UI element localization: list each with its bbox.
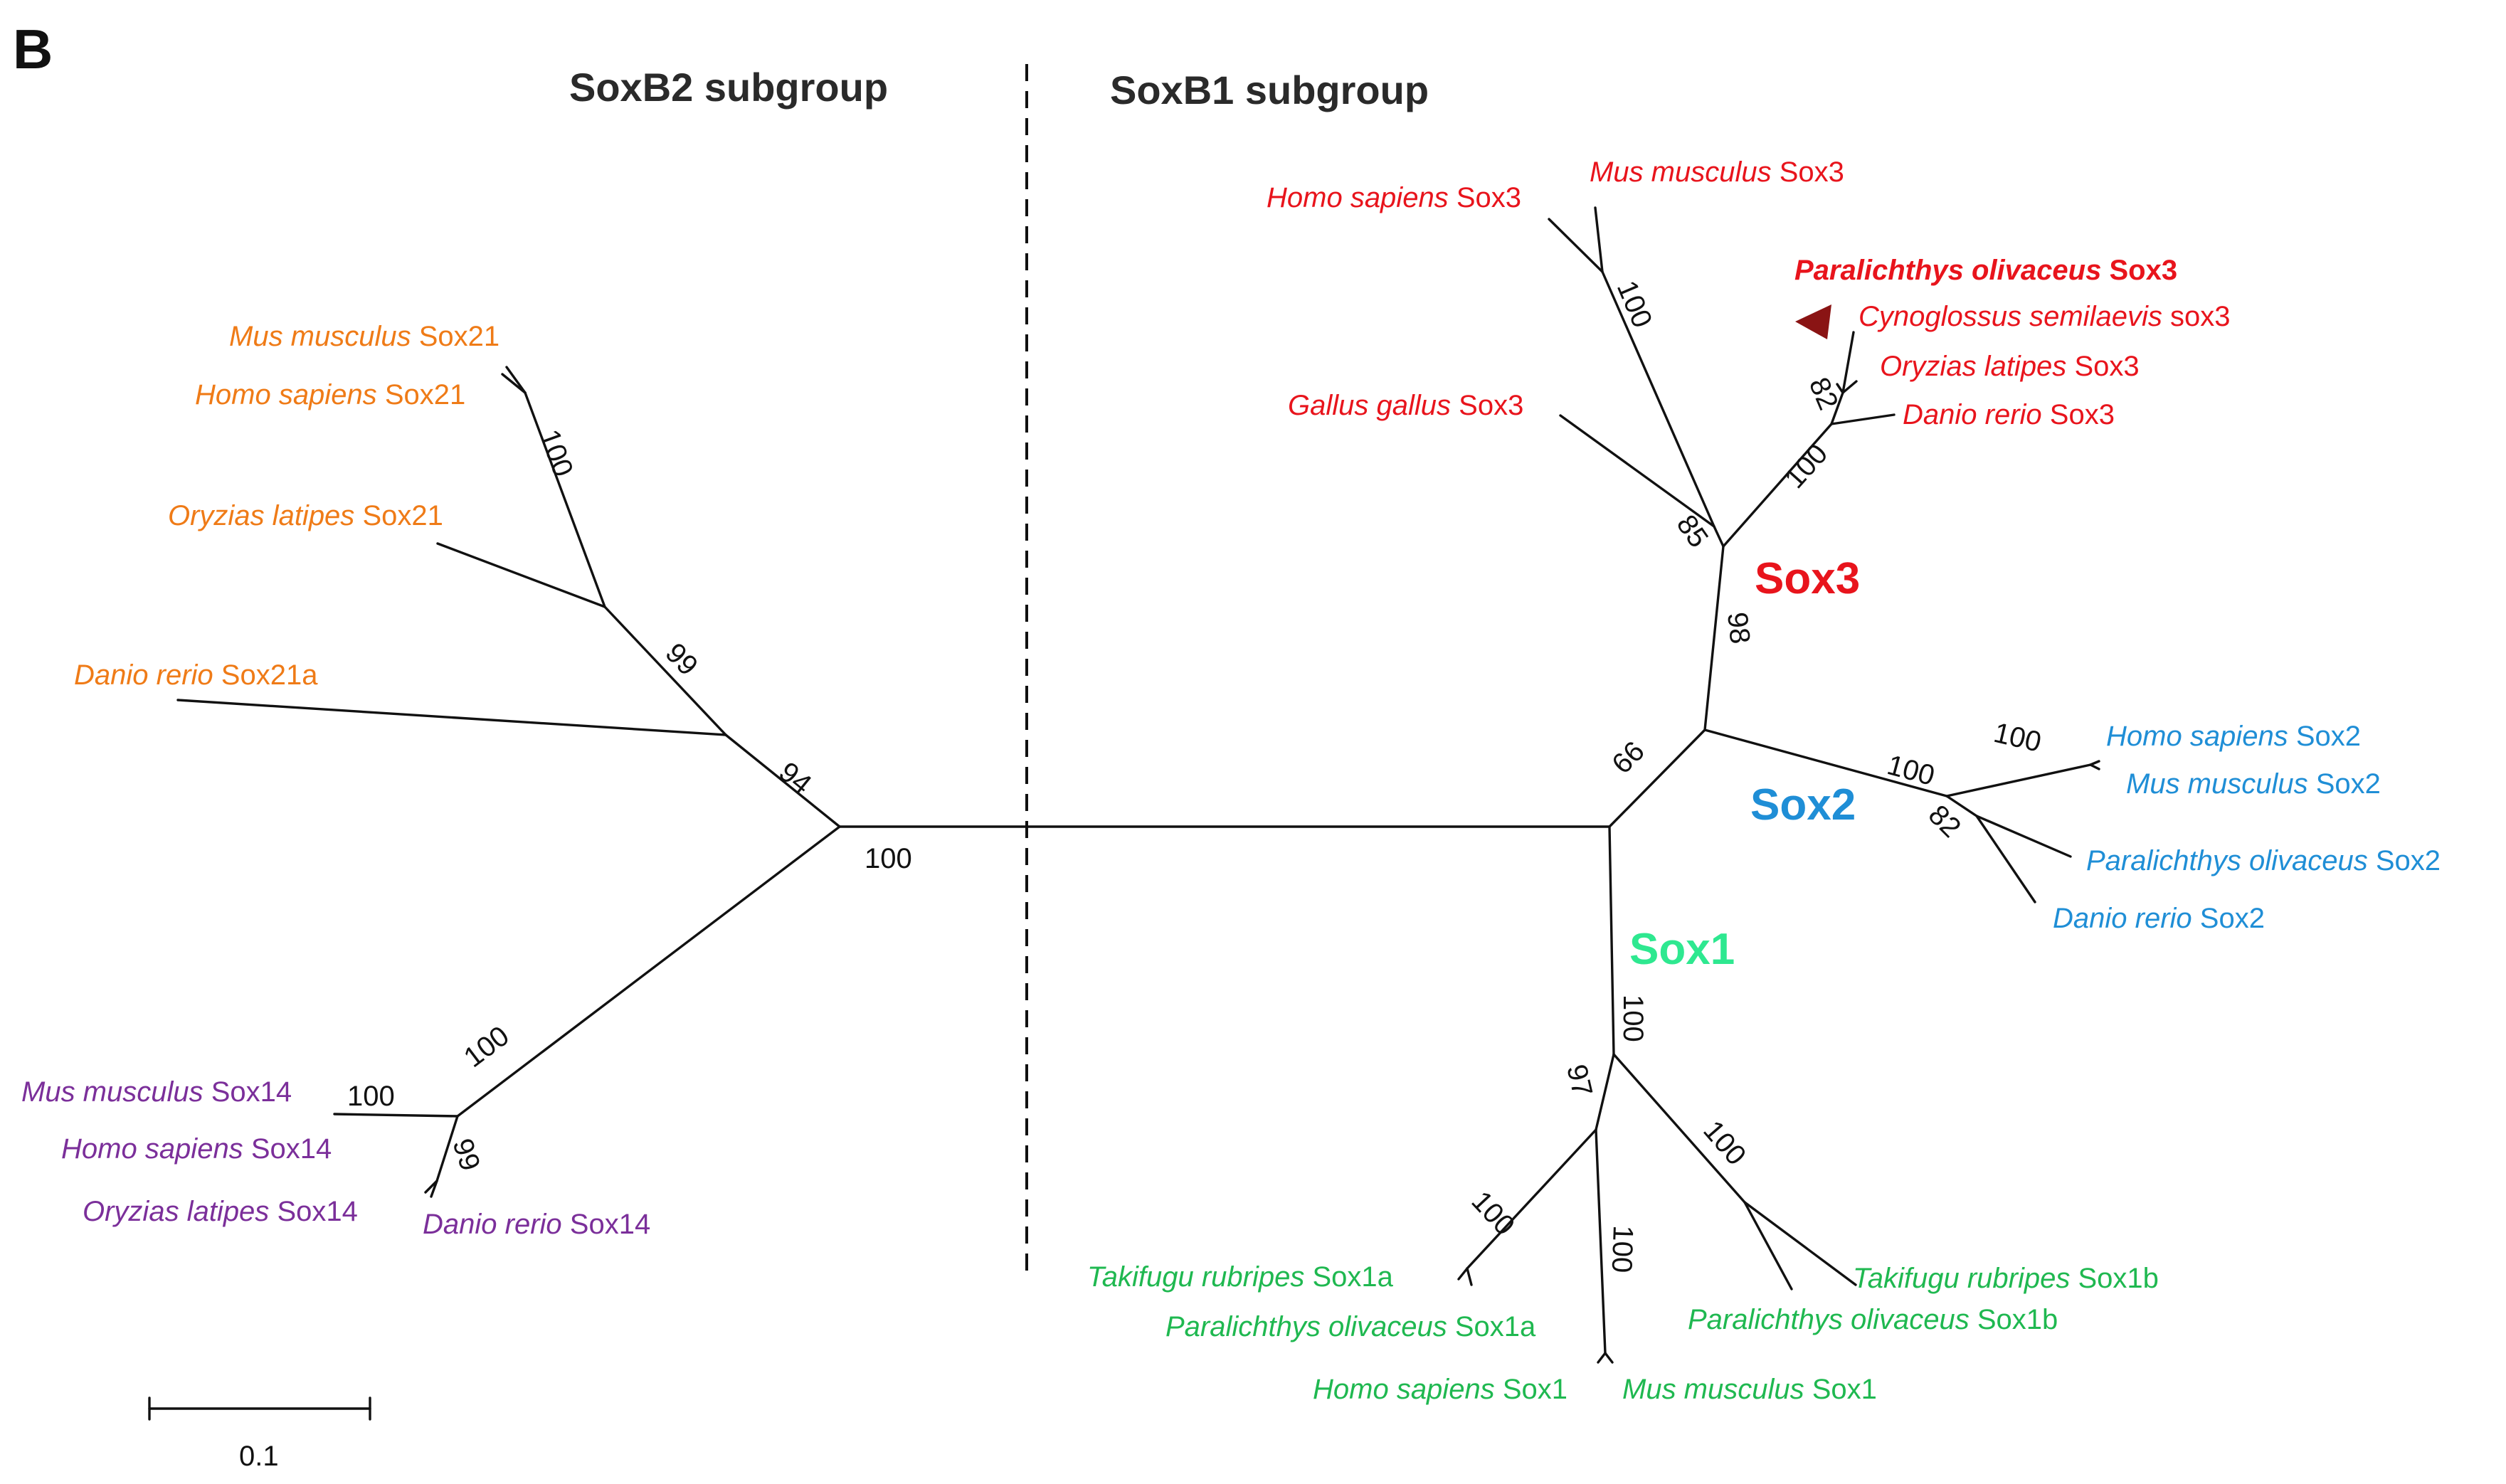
branch-ol-sox3 xyxy=(1841,380,1858,394)
scale-bar: 0.1 xyxy=(148,1396,371,1472)
bootstrap-sox2-clade: 100 xyxy=(1884,749,1938,792)
branch-dr-sox2 xyxy=(1975,815,2036,903)
bootstrap-sox1-clade: 100 xyxy=(1617,995,1649,1042)
leaf-labels: Homo sapiens Sox3 Mus musculus Sox3 Para… xyxy=(21,157,2441,1405)
leaf-mm-sox2: Mus musculus Sox2 xyxy=(2126,768,2381,800)
branch-gg-sox3 xyxy=(1559,414,1715,528)
branch-sox3-mammal xyxy=(1601,270,1715,528)
branch-sox21-mm-hs xyxy=(524,391,606,608)
branch-sox1-clade xyxy=(1608,825,1615,1056)
panel-label: B xyxy=(13,18,53,80)
branch-mm-sox21 xyxy=(505,366,527,394)
bootstrap-sox1a-fish: 100 xyxy=(1465,1185,1521,1241)
leaf-dr-sox14: Danio rerio Sox14 xyxy=(423,1209,650,1240)
soxb2-subgroup-title: SoxB2 subgroup xyxy=(569,65,888,110)
branch-po-sox3 xyxy=(1836,383,1844,394)
soxb1-subgroup-title: SoxB1 subgroup xyxy=(1110,68,1429,112)
branch-hs-sox1 xyxy=(1597,1352,1607,1364)
branch-sox14-clade xyxy=(456,825,841,1118)
bootstrap-sox1b-fish: 100 xyxy=(1697,1115,1752,1171)
branch-sox2-sox3 xyxy=(1608,728,1706,828)
branch-cs-sox3 xyxy=(1841,331,1855,394)
branch-ol-sox21 xyxy=(436,542,606,608)
leaf-ol-sox14: Oryzias latipes Sox14 xyxy=(83,1196,358,1227)
bootstrap-sox21-mm-hs: 100 xyxy=(534,425,579,481)
leaf-po-sox1b: Paralichthys olivaceus Sox1b xyxy=(1688,1304,2058,1335)
clade-label-sox3: Sox3 xyxy=(1755,554,1860,603)
branch-dr-sox14 xyxy=(430,1180,438,1198)
bootstrap-sox1-upper: 97 xyxy=(1560,1061,1598,1099)
leaf-po-sox1a: Paralichthys olivaceus Sox1a xyxy=(1165,1311,1536,1342)
leaf-mm-sox14: Mus musculus Sox14 xyxy=(21,1076,292,1108)
branch-mm-sox3 xyxy=(1594,206,1604,273)
branch-sox2-mammal xyxy=(1945,763,2092,797)
leaf-tr-sox1a: Takifugu rubripes Sox1a xyxy=(1087,1261,1394,1293)
bootstrap-soxb1-sox2-sox3: 66 xyxy=(1606,736,1651,780)
branch-po-sox2 xyxy=(1975,815,2072,858)
clade-label-sox1: Sox1 xyxy=(1629,925,1735,974)
leaf-mm-sox21: Mus musculus Sox21 xyxy=(229,321,499,352)
leaf-mm-sox1: Mus musculus Sox1 xyxy=(1622,1374,1877,1405)
bootstrap-sox3-clade: 98 xyxy=(1721,610,1755,645)
leaf-cs-sox3: Cynoglossus semilaevis sox3 xyxy=(1859,301,2230,332)
scale-bar-label: 0.1 xyxy=(239,1441,279,1472)
bootstrap-sox2-mammal: 100 xyxy=(1991,717,2044,758)
leaf-hs-sox21: Homo sapiens Sox21 xyxy=(195,379,465,410)
branch-sox1-upper xyxy=(1595,1053,1615,1131)
branch-dr-sox21a xyxy=(176,699,727,736)
branch-tr-sox1a xyxy=(1457,1267,1469,1281)
branch-mm-sox2 xyxy=(2089,760,2100,766)
leaf-ol-sox21: Oryzias latipes Sox21 xyxy=(168,500,443,531)
triangle-left-icon xyxy=(1795,304,1831,339)
branch-dr-sox3 xyxy=(1830,413,1896,425)
leaf-hs-sox14: Homo sapiens Sox14 xyxy=(61,1133,332,1165)
branch-soxb2-upper xyxy=(724,733,841,828)
leaf-mm-sox3: Mus musculus Sox3 xyxy=(1590,157,1844,188)
branch-sox3-tetrapod-stem xyxy=(1713,525,1725,548)
leaf-po-sox3: Paralichthys olivaceus Sox3 xyxy=(1794,255,2177,286)
branch-sox3-fish-inner xyxy=(1830,391,1844,425)
bootstrap-values: 100 94 99 100 100 100 99 66 98 85 100 10… xyxy=(347,276,2044,1273)
leaf-dr-sox2: Danio rerio Sox2 xyxy=(2053,903,2265,934)
branch-sox1b-fish xyxy=(1612,1053,1746,1204)
branch-sox2-fish xyxy=(1945,795,1978,817)
bootstrap-sox14-inner: 99 xyxy=(446,1135,486,1175)
bootstrap-sox14-clade: 100 xyxy=(458,1020,515,1074)
leaf-hs-sox3: Homo sapiens Sox3 xyxy=(1267,182,1521,213)
branch-hs-sox3 xyxy=(1548,218,1604,273)
bootstrap-root: 100 xyxy=(865,843,912,874)
tree-branches xyxy=(176,206,2100,1364)
branch-sox14-inner xyxy=(435,1115,459,1182)
branch-hs-sox21 xyxy=(501,373,527,394)
bootstrap-sox3-tetrapod: 85 xyxy=(1671,509,1715,553)
bootstrap-sox3-mammal: 100 xyxy=(1611,276,1659,332)
bootstrap-sox1-mammal: 100 xyxy=(1606,1225,1639,1273)
branch-sox3-clade xyxy=(1703,545,1725,731)
leaf-dr-sox21a: Danio rerio Sox21a xyxy=(74,659,318,691)
clade-label-sox2: Sox2 xyxy=(1750,780,1856,830)
branch-sox1-mammal xyxy=(1595,1128,1607,1355)
leaf-ol-sox3: Oryzias latipes Sox3 xyxy=(1880,351,2140,382)
leaf-gg-sox3: Gallus gallus Sox3 xyxy=(1288,390,1523,421)
branch-mm-sox14 xyxy=(333,1113,459,1118)
branch-sox3-fish xyxy=(1722,423,1833,548)
branch-sox2-clade xyxy=(1703,728,1948,797)
branch-po-sox1a xyxy=(1466,1267,1473,1286)
leaf-hs-sox2: Homo sapiens Sox2 xyxy=(2106,721,2361,752)
branch-sox1a-fish xyxy=(1466,1128,1597,1270)
bootstrap-soxb2-upper: 94 xyxy=(773,756,817,800)
branch-tr-sox1b xyxy=(1743,1201,1857,1286)
leaf-dr-sox3: Danio rerio Sox3 xyxy=(1903,399,2115,430)
branch-sox21-inner xyxy=(603,605,727,736)
bootstrap-sox3-fish: 100 xyxy=(1779,438,1834,494)
leaf-po-sox2: Paralichthys olivaceus Sox2 xyxy=(2086,845,2441,876)
branch-mm-sox1 xyxy=(1604,1352,1614,1364)
branch-po-sox1b xyxy=(1743,1201,1793,1290)
leaf-tr-sox1b: Takifugu rubripes Sox1b xyxy=(1853,1263,2159,1294)
bootstrap-sox21-inner: 99 xyxy=(660,637,704,682)
bootstrap-sox14-mm: 100 xyxy=(347,1081,395,1112)
leaf-hs-sox1: Homo sapiens Sox1 xyxy=(1313,1374,1567,1405)
